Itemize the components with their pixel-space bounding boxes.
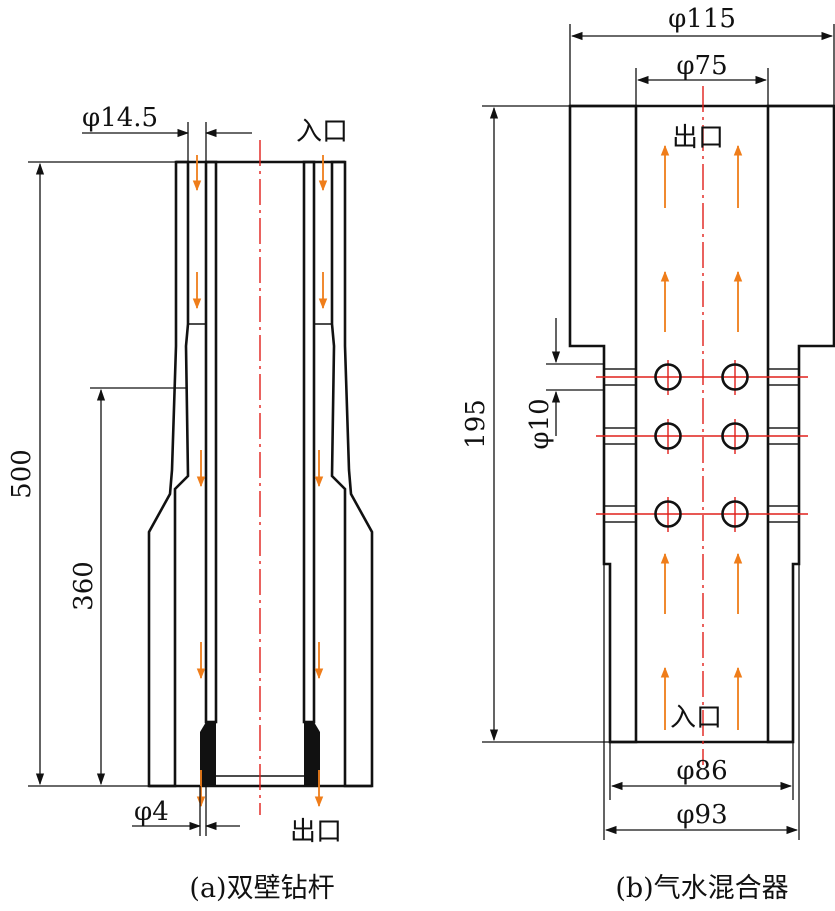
inner-wall-left [204, 160, 218, 724]
dim-hole-diameter: φ10 [525, 318, 604, 450]
hole-circle [721, 422, 749, 450]
flow-arrows-a [192, 155, 328, 808]
hole-circle [654, 422, 682, 450]
outer-wall-right [330, 160, 374, 788]
dim-height-label: 195 [461, 399, 491, 449]
cross-holes [596, 360, 808, 532]
inner-wall-right [302, 160, 316, 724]
outer-wall-left [147, 160, 190, 788]
dim-length-lower-label: 360 [69, 561, 99, 611]
dim-bottom-diameter-label: φ4 [134, 797, 169, 827]
dim-outer-top: φ115 [569, 4, 835, 106]
dim-top-diameter-label: φ14.5 [82, 103, 158, 133]
outlet-label-a: 出口 [290, 817, 342, 847]
hole-circle [721, 363, 749, 391]
dim-hole-diameter-label: φ10 [525, 398, 555, 449]
mixer-wall-left [568, 104, 638, 744]
figure-b-mixer: 出口 入口 φ115 φ75 195 [461, 4, 835, 904]
dim-outer-bottom: φ93 [603, 564, 800, 840]
dim-inner-top: φ75 [635, 51, 769, 106]
dim-inner-bottom-label: φ86 [676, 756, 727, 786]
dim-outer-bottom-label: φ93 [676, 800, 727, 830]
outlet-label-b: 出口 [672, 123, 724, 153]
dim-bottom-diameter-a: φ4 [132, 786, 240, 836]
dim-top-diameter-a: φ14.5 [82, 103, 252, 162]
dim-length-lower: 360 [69, 387, 186, 786]
inlet-label-a: 入口 [296, 117, 348, 147]
hole-circle [654, 363, 682, 391]
dim-inner-top-label: φ75 [676, 51, 727, 81]
caption-a: (a)双壁钻杆 [189, 873, 334, 904]
inner-tip-right [304, 722, 320, 786]
hole-circle [654, 500, 682, 528]
inlet-label-b: 入口 [670, 703, 722, 733]
dim-outer-top-label: φ115 [668, 4, 736, 34]
flow-arrows-b [660, 144, 743, 730]
dim-height-b: 195 [461, 105, 610, 743]
dim-length-total: 500 [7, 161, 176, 787]
hole-circle [721, 500, 749, 528]
inner-tip-left [200, 722, 216, 786]
caption-b: (b)气水混合器 [615, 873, 788, 904]
figure-a-drill-pipe: φ14.5 入口 500 360 φ4 出口 (a)双壁钻杆 [7, 103, 374, 904]
side-holes [603, 368, 800, 523]
dim-length-total-label: 500 [7, 449, 37, 499]
mixer-wall-right [766, 104, 835, 744]
dim-inner-bottom: φ86 [609, 742, 794, 800]
